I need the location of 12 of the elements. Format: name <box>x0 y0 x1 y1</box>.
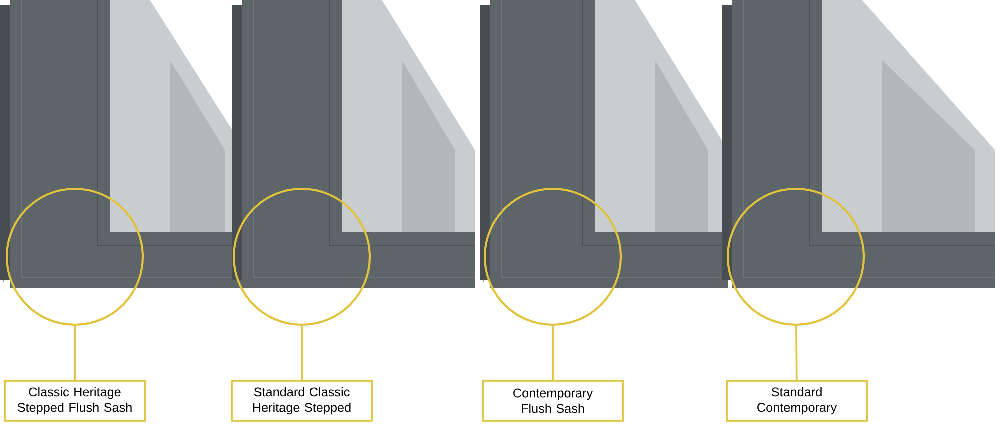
label-box: Standard Classic Heritage Stepped <box>231 380 373 422</box>
label-box: Standard Contemporary <box>726 380 868 422</box>
highlight-circle <box>6 188 144 326</box>
highlight-circle <box>232 188 372 326</box>
label-box: Contemporary Flush Sash <box>482 380 624 422</box>
label-box: Classic Heritage Stepped Flush Sash <box>4 380 146 422</box>
leader-line <box>301 326 303 380</box>
leader-line <box>74 326 76 380</box>
highlight-circle <box>484 188 622 326</box>
leader-line <box>552 326 554 380</box>
highlight-circle <box>726 188 866 326</box>
leader-line <box>796 326 798 380</box>
